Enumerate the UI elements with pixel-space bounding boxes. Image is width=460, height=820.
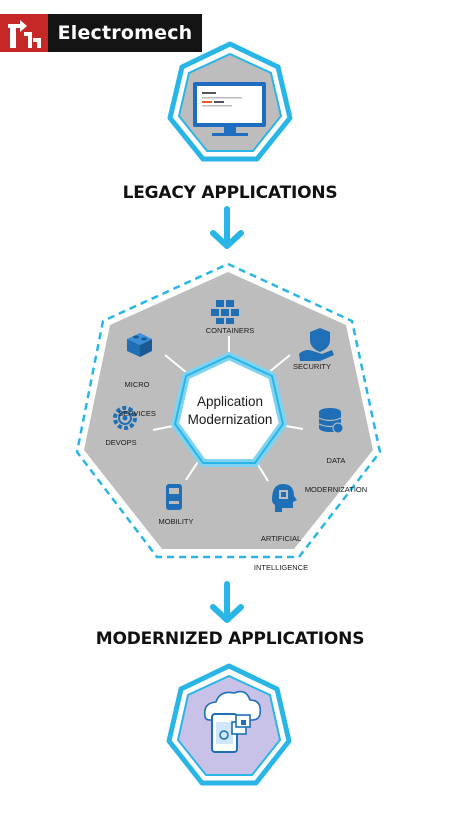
shield-hand-icon [299,328,334,361]
brand-logo: Electromech [0,14,202,52]
micro-label-line1: MICRO [124,380,150,389]
arrow-down-icon [210,581,244,623]
modernization-heptagon [75,262,382,559]
artificial-intelligence-label: ARTIFICIAL INTELLIGENCE [248,515,314,582]
brain-chip-icon [272,484,297,512]
microservices-label: MICRO SERVICES [112,361,162,428]
cubes-icon [211,300,239,324]
devops-label: DEVOPS [105,438,137,447]
lego-block-icon [127,333,152,357]
data-label-line2: MODERNIZATION [304,484,368,494]
containers-label: CONTAINERS [205,326,255,335]
database-icon [318,408,344,434]
center-label-line2: Modernization [187,412,273,427]
brand-name: Electromech [48,14,202,52]
monitor-icon [193,82,266,136]
gear-icon [113,406,137,430]
micro-label-line2: SERVICES [118,408,156,418]
ai-label-line1: ARTIFICIAL [260,534,302,543]
brand-mark-icon [0,14,48,52]
arrow-down-icon [210,206,244,249]
security-label: SECURITY [293,362,331,371]
mobility-label: MOBILITY [158,517,194,526]
legacy-applications-heading: LEGACY APPLICATIONS [122,183,338,203]
center-label: Application Modernization [160,393,300,429]
data-modernization-label: DATA MODERNIZATION [298,437,374,504]
data-label-line1: DATA [326,456,346,465]
center-label-line1: Application [196,394,264,409]
ai-label-line2: INTELLIGENCE [253,562,309,572]
cloud-devices-icon [203,690,262,753]
modernized-applications-heading: MODERNIZED APPLICATIONS [95,629,365,649]
phone-icon [166,484,182,510]
